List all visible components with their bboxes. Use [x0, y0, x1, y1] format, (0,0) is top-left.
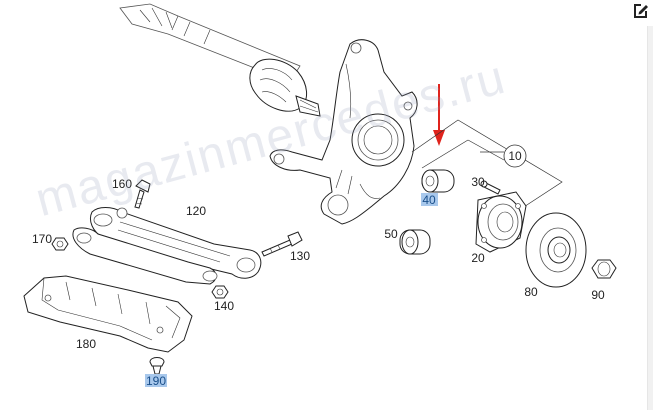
part-label-170[interactable]: 170 — [32, 232, 52, 246]
indicator-arrow — [433, 84, 445, 146]
control-arm-120 — [72, 207, 262, 285]
wheel-carrier — [269, 39, 418, 225]
panel-180 — [23, 275, 193, 353]
part-label-90[interactable]: 90 — [591, 288, 605, 302]
highlight-190 — [145, 374, 167, 387]
clip-190 — [149, 357, 165, 375]
part-label-20[interactable]: 20 — [471, 251, 485, 265]
bolt-30 — [480, 180, 501, 195]
scrollbar[interactable] — [647, 26, 653, 410]
part-label-180[interactable]: 180 — [76, 337, 96, 351]
part-label-120[interactable]: 120 — [186, 204, 206, 218]
wheel-hub-20 — [475, 191, 527, 253]
part-label-80[interactable]: 80 — [524, 285, 538, 299]
drive-shaft — [119, 3, 321, 117]
nut-140 — [211, 285, 229, 299]
part-label-190[interactable]: 190 — [146, 374, 166, 388]
brake-disc-80 — [525, 212, 587, 288]
part-label-10[interactable]: 10 — [508, 149, 522, 163]
part-label-140[interactable]: 140 — [214, 299, 234, 313]
part-label-130[interactable]: 130 — [290, 249, 310, 263]
highlight-40 — [421, 193, 438, 206]
part-label-160[interactable]: 160 — [112, 177, 132, 191]
bolt-130 — [261, 231, 303, 257]
part-label-50[interactable]: 50 — [384, 227, 398, 241]
part-label-40[interactable]: 40 — [422, 193, 436, 207]
edit-icon[interactable] — [629, 0, 651, 22]
part-label-30[interactable]: 30 — [471, 175, 485, 189]
bolt-160 — [134, 179, 151, 209]
bushing-40 — [421, 169, 455, 193]
nut-90 — [591, 259, 617, 279]
bushing-50 — [399, 229, 431, 255]
part-10-circle — [503, 144, 527, 168]
nut-170 — [51, 237, 69, 251]
